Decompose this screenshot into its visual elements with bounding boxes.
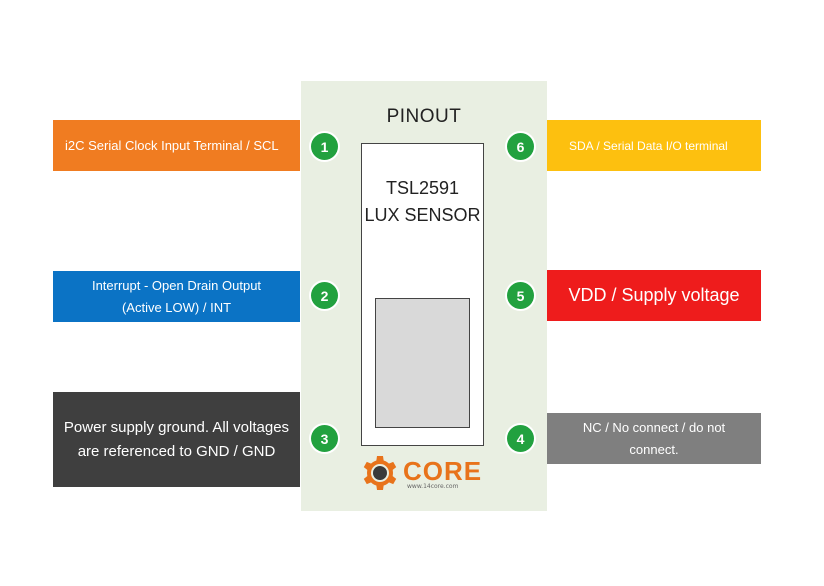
- pin4-label: NC / No connect / do not connect.: [547, 413, 761, 464]
- pin5-label: VDD / Supply voltage: [547, 270, 761, 321]
- chip-name: TSL2591 LUX SENSOR: [361, 175, 484, 229]
- sensor-window: [375, 298, 470, 428]
- pin-badge-4: 4: [507, 425, 534, 452]
- pin-badge-5: 5: [507, 282, 534, 309]
- pin-badge-3: 3: [311, 425, 338, 452]
- chip-name-line1: TSL2591: [385, 178, 460, 198]
- brand-logo-url: www.14core.com: [407, 483, 459, 490]
- pin2-label: Interrupt - Open Drain Output (Active LO…: [53, 271, 300, 322]
- pin-badge-6: 6: [507, 133, 534, 160]
- pin-badge-1: 1: [311, 133, 338, 160]
- pin6-label: SDA / Serial Data I/O terminal: [547, 120, 761, 171]
- brand-logo: CORE www.14core.com: [361, 452, 485, 496]
- pinout-title: PINOUT: [386, 106, 462, 127]
- pin1-label: i2C Serial Clock Input Terminal / SCL: [53, 120, 300, 171]
- pin-badge-2: 2: [311, 282, 338, 309]
- brand-logo-mark-icon: [363, 456, 397, 490]
- brand-logo-word: CORE: [403, 456, 483, 486]
- chip-name-line2: LUX SENSOR: [364, 205, 481, 225]
- pin3-label: Power supply ground. All voltages are re…: [53, 392, 300, 487]
